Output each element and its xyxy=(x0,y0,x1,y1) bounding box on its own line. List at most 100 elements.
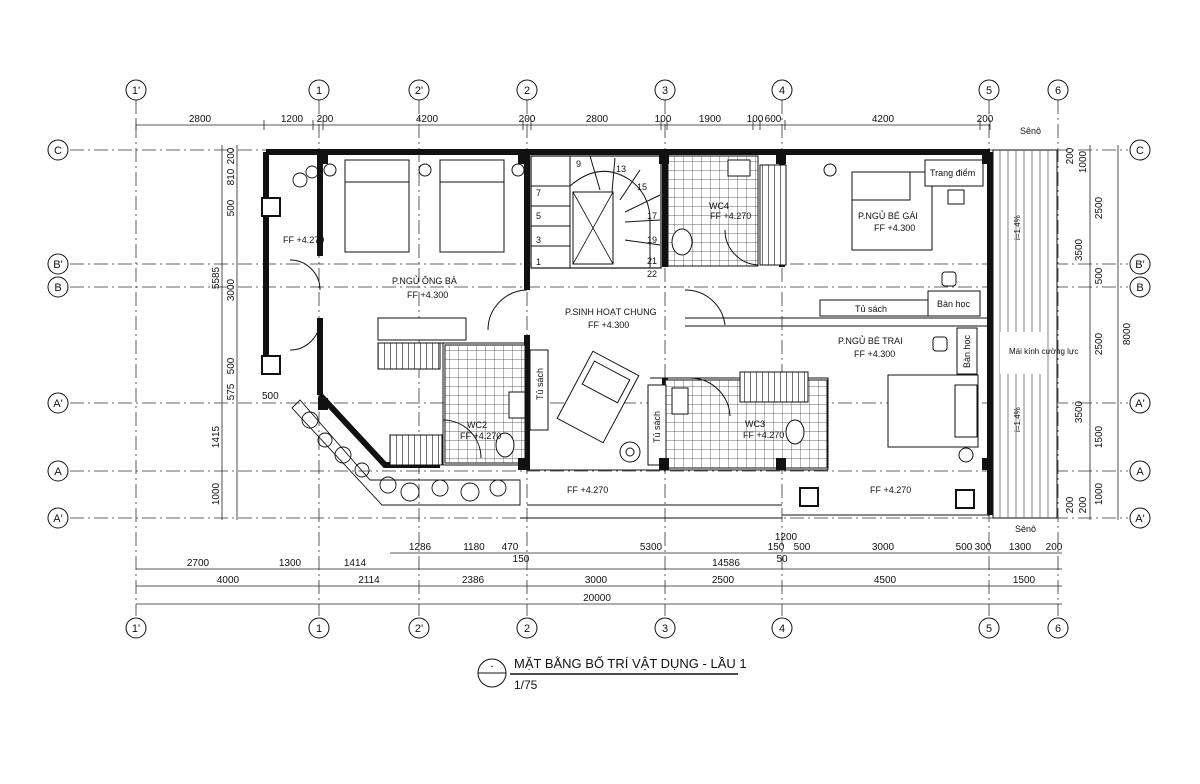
dim-left: 1415 xyxy=(211,425,222,448)
dim-left: 3000 xyxy=(226,278,237,301)
grid-label-right: A' xyxy=(1135,398,1144,410)
grid-label-bottom: 4 xyxy=(779,623,785,635)
dim-bottom: 4500 xyxy=(874,575,897,586)
stair-step-number: 22 xyxy=(647,269,657,279)
dim-top: 200 xyxy=(519,114,536,125)
dim-top: 200 xyxy=(977,114,994,125)
dim-right: 500 xyxy=(1094,267,1105,284)
label-slope: i=1.4% xyxy=(1013,407,1022,432)
drawing-scale: 1/75 xyxy=(514,678,538,692)
label-tu-sach: Tủ sách xyxy=(855,304,887,314)
dim-bottom: 14586 xyxy=(712,558,740,569)
dim-bottom: 150 xyxy=(768,542,785,553)
dim-top: 1200 xyxy=(281,114,304,125)
dim-left-small: 500 xyxy=(262,391,279,402)
level-tag: FF +4.270 xyxy=(870,485,911,495)
step-flights xyxy=(377,164,809,466)
grid-label-left: C xyxy=(54,145,62,157)
dim-top: 100 xyxy=(655,114,672,125)
planter-greenery xyxy=(291,165,521,506)
dim-bottom: 2500 xyxy=(712,575,735,586)
dim-right: 1500 xyxy=(1094,425,1105,448)
dim-bottom: 500 xyxy=(956,542,973,553)
level-tag: FF +4.270 xyxy=(743,430,784,440)
furniture-labels: Trang điểm Tủ sách Bàn học Bàn học Tủ sá… xyxy=(535,126,1078,534)
dim-top: 200 xyxy=(317,114,334,125)
level-tag: FF +4.300 xyxy=(407,290,448,300)
dimensions-bottom: 1286 1180 470 5300 150 500 3000 500 300 … xyxy=(136,532,1063,605)
grid-label-left: A xyxy=(54,466,62,478)
dim-bottom: 1180 xyxy=(463,542,485,553)
dim-bottom: 500 xyxy=(794,542,811,553)
label-tu-sach: Tủ sách xyxy=(535,368,545,400)
level-tag: FF +4.300 xyxy=(588,320,629,330)
grid-label-top: 4 xyxy=(779,85,785,97)
grid-label-bottom: 5 xyxy=(986,623,992,635)
dim-right: 3500 xyxy=(1074,400,1085,423)
dim-bottom: 1300 xyxy=(1009,542,1032,553)
label-ban-hoc: Bàn học xyxy=(937,299,971,309)
label-tu-sach: Tủ sách xyxy=(652,411,662,443)
stair-step-number: 3 xyxy=(536,235,541,245)
level-tag: FF +4.300 xyxy=(854,349,895,359)
dim-left: 5585 xyxy=(211,266,222,289)
dim-bottom: 2114 xyxy=(358,575,380,586)
dim-top: 2800 xyxy=(189,114,212,125)
grid-label-left: B xyxy=(54,282,61,294)
dim-bottom: 300 xyxy=(975,542,992,553)
dim-top: 100 xyxy=(747,114,764,125)
room-label-be-gai: P.NGỦ BÉ GÁI xyxy=(858,210,918,221)
dim-right: 200 xyxy=(1065,147,1076,164)
dim-bottom: 1200 xyxy=(775,532,798,543)
stair-step-number: 21 xyxy=(647,256,657,266)
grid-label-right: C xyxy=(1136,145,1144,157)
level-tag: FF +4.270 xyxy=(460,431,501,441)
dim-bottom: 470 xyxy=(502,542,519,553)
dim-right: 200 xyxy=(1078,496,1089,513)
grid-label-right: A xyxy=(1136,466,1144,478)
dim-right: 8000 xyxy=(1122,322,1133,345)
stair-step-number: 1 xyxy=(536,257,541,267)
dim-top: 1900 xyxy=(699,114,722,125)
dim-right: 3500 xyxy=(1074,238,1085,261)
dim-bottom: 4000 xyxy=(217,575,240,586)
dimensions-right: 200 1000 2500 3500 500 2500 8000 3500 15… xyxy=(1065,145,1133,520)
dim-bottom: 200 xyxy=(1046,542,1063,553)
grid-label-right: B xyxy=(1136,282,1143,294)
drawing-title: MẶT BẰNG BỐ TRÍ VẬT DỤNG - LẦU 1 xyxy=(514,656,747,671)
dim-left: 500 xyxy=(226,199,237,216)
furniture xyxy=(261,152,992,509)
level-tag: FF +4.300 xyxy=(874,223,915,233)
dim-bottom: 1286 xyxy=(409,542,432,553)
stair-step-number: 19 xyxy=(647,235,657,245)
title-bubble-mark: - xyxy=(491,661,494,671)
grid-label-right: B' xyxy=(1135,259,1144,271)
level-tag: FF +4.270 xyxy=(710,211,751,221)
grid-bubbles-right: C B' B A' A A' xyxy=(1129,139,1151,529)
dim-bottom: 1300 xyxy=(279,558,302,569)
dim-right: 1000 xyxy=(1078,150,1089,173)
staircase: 9 13 15 17 19 21 22 7 5 3 1 xyxy=(530,155,662,279)
room-label-wc2: WC2 xyxy=(467,420,487,430)
glass-roof xyxy=(992,149,1058,519)
stair-step-number: 13 xyxy=(616,164,626,174)
dim-top: 2800 xyxy=(586,114,609,125)
dim-right: 1000 xyxy=(1094,482,1105,505)
grid-label-right: A' xyxy=(1135,513,1144,525)
room-label-wc3: WC3 xyxy=(745,419,765,429)
dim-bottom: 150 xyxy=(513,554,530,565)
dim-left: 200 xyxy=(226,147,237,164)
dim-right: 2500 xyxy=(1094,196,1105,219)
dim-bottom: 50 xyxy=(776,554,788,565)
room-label-wc4: WC4 xyxy=(709,201,729,211)
stair-step-number: 17 xyxy=(647,211,657,221)
dim-bottom: 2386 xyxy=(462,575,485,586)
grid-bubbles-bottom: 1' 1 2' 2 3 4 5 6 xyxy=(125,617,1069,639)
level-tag: FF +4.270 xyxy=(283,235,324,245)
grid-label-top: 6 xyxy=(1055,85,1061,97)
dim-top: 4200 xyxy=(416,114,439,125)
dim-left: 575 xyxy=(226,383,237,400)
stair-step-number: 5 xyxy=(536,211,541,221)
grid-label-top: 3 xyxy=(662,85,668,97)
